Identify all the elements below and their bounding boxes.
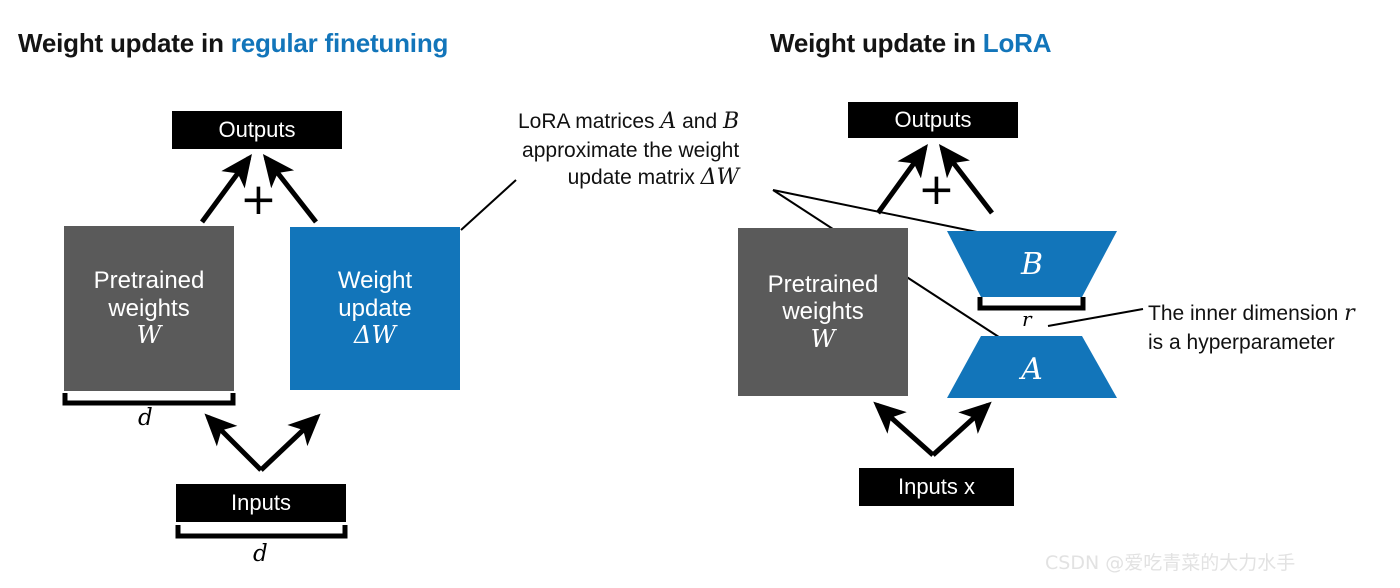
weight-update-symbol-left: ΔW (354, 321, 396, 350)
bracket-d-weights-left (62, 393, 236, 406)
annotation-lora-line1-b: A (660, 109, 677, 134)
annotation-lora-line1-d: B (723, 109, 740, 134)
annotation-lora-line1: LoRA matrices A and B (518, 108, 739, 137)
annotation-r-line1: The inner dimension r (1148, 300, 1355, 329)
matrix-b-label: B (1020, 247, 1044, 282)
annotation-lora-matrices: LoRA matrices A and B approximate the we… (518, 108, 739, 192)
pretrained-line1-right: Pretrained (767, 270, 879, 298)
annotation-r-line1-b: r (1344, 301, 1355, 326)
outputs-label-left: Outputs (218, 117, 296, 143)
pretrained-line2-left: weights (108, 294, 190, 322)
inputs-block-left[interactable]: Inputs (176, 484, 346, 522)
title-left-accent: regular finetuning (230, 28, 449, 58)
weight-update-line2-left: update (338, 294, 412, 322)
dimension-label-d-inputs-left: d (253, 541, 268, 567)
pretrained-symbol-right: W (810, 324, 836, 353)
arrow-inputs-to-matrixa-right (931, 401, 992, 457)
inputs-label-right: Inputs x (897, 474, 976, 500)
annotation-lora-line3-b: ΔW (700, 164, 740, 190)
inputs-block-right[interactable]: Inputs x (859, 468, 1014, 506)
pretrained-line2-right: weights (782, 298, 864, 326)
inputs-label-left: Inputs (231, 490, 291, 516)
title-right-prefix: Weight update in (770, 28, 983, 58)
annotation-r-line1-a: The inner dimension (1148, 302, 1345, 325)
weight-update-line1-left: Weight (337, 267, 413, 295)
title-right-accent: LoRA (982, 28, 1052, 58)
annotation-lora-line3: update matrix ΔW (518, 164, 740, 193)
outputs-label-right: Outputs (894, 107, 972, 133)
page-title-right: Weight update in LoRA (770, 28, 1052, 59)
plus-sign-right: + (918, 164, 955, 215)
annotation-inner-dimension: The inner dimension r is a hyperparamete… (1148, 300, 1355, 356)
leader-line-r-annotation (1047, 308, 1144, 327)
pretrained-weights-block-left[interactable]: Pretrained weights W (64, 226, 234, 391)
arrow-inputs-to-pretrained-left (204, 413, 263, 472)
dimension-label-r: r (1022, 307, 1032, 331)
matrix-a-label: A (1021, 352, 1043, 387)
annotation-lora-line1-a: LoRA matrices (518, 110, 661, 133)
weight-update-block-left[interactable]: Weight update ΔW (290, 227, 460, 390)
title-left-prefix: Weight update in (18, 28, 231, 58)
csdn-watermark: CSDN @爱吃青菜的大力水手 (1045, 552, 1296, 574)
dimension-label-d-weights-left: d (138, 405, 153, 431)
pretrained-weights-block-right[interactable]: Pretrained weights W (738, 228, 908, 396)
annotation-lora-line2: approximate the weight (522, 138, 740, 162)
pretrained-symbol-left: W (136, 321, 162, 350)
annotation-lora-line3-a: update matrix (567, 165, 701, 189)
arrow-inputs-to-pretrained-right (873, 401, 935, 457)
annotation-r-line2: is a hyperparameter (1148, 330, 1335, 354)
bracket-d-inputs-left (175, 525, 348, 539)
plus-sign-left: + (240, 174, 277, 225)
outputs-block-left[interactable]: Outputs (172, 111, 342, 149)
outputs-block-right[interactable]: Outputs (848, 102, 1018, 138)
annotation-lora-line1-c: and (676, 110, 723, 133)
page-title-left: Weight update in regular finetuning (18, 28, 448, 59)
arrow-inputs-to-weightupdate-left (259, 413, 321, 472)
pretrained-line1-left: Pretrained (93, 267, 205, 295)
leader-line-weight-update (460, 179, 517, 231)
